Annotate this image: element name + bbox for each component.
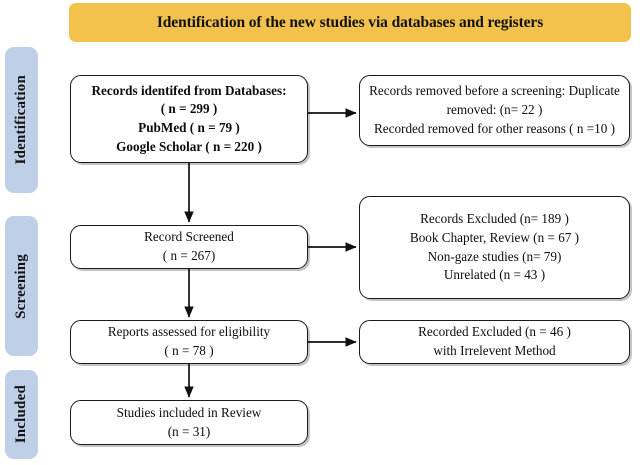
box-line: Non-gaze studies (n= 79) [427, 248, 562, 264]
stage-label-text: Included [13, 385, 29, 444]
box-records-removed: Records removed before a screening: Dupl… [359, 75, 630, 146]
box-recorded-excluded: Recorded Excluded (n = 46 ) with Irrelev… [359, 320, 630, 364]
box-line: ( n = 299 ) [160, 101, 218, 117]
box-line: Unrelated (n = 43 ) [443, 267, 546, 283]
box-line: ( n = 78 ) [164, 343, 214, 358]
page-title: Identification of the new studies via da… [156, 13, 544, 31]
stage-label-text: Identification [13, 75, 29, 165]
box-studies-included: Studies included in Review (n = 31) [70, 400, 308, 445]
box-line: removed: (n= 22 ) [446, 102, 543, 118]
box-records-excluded: Records Excluded (n= 189 ) Book Chapter,… [359, 196, 630, 299]
box-line: Google Scholar ( n = 220 ) [116, 138, 262, 154]
box-line: Recorded removed for other reasons ( n =… [373, 120, 616, 136]
header-banner: Identification of the new studies via da… [69, 3, 631, 42]
box-line: with Irrelevent Method [433, 343, 556, 358]
box-line: PubMed ( n = 79 ) [138, 120, 240, 135]
box-line: Book Chapter, Review (n = 67 ) [409, 229, 580, 245]
box-line: Records Excluded (n= 189 ) [420, 211, 569, 227]
box-reports-assessed: Reports assessed for eligibility ( n = 7… [70, 320, 308, 364]
box-records-identified: Records identifed from Databases: ( n = … [70, 75, 308, 163]
box-line: Studies included in Review [116, 404, 262, 420]
box-line: Recorded Excluded (n = 46 ) [418, 324, 571, 340]
box-line: Records removed before a screening: Dupl… [369, 83, 620, 99]
box-line: Records identifed from Databases: [91, 82, 287, 98]
stage-label-included: Included [5, 370, 38, 459]
stage-label-screening: Screening [5, 216, 38, 356]
stage-label-identification: Identification [5, 47, 38, 193]
box-record-screened: Record Screened ( n = 267) [70, 225, 308, 269]
stage-label-text: Screening [13, 253, 29, 319]
box-line: (n = 31) [167, 423, 211, 439]
box-line: ( n = 267) [162, 248, 216, 263]
box-line: Reports assessed for eligibility [107, 324, 271, 340]
box-line: Record Screened [144, 229, 234, 245]
